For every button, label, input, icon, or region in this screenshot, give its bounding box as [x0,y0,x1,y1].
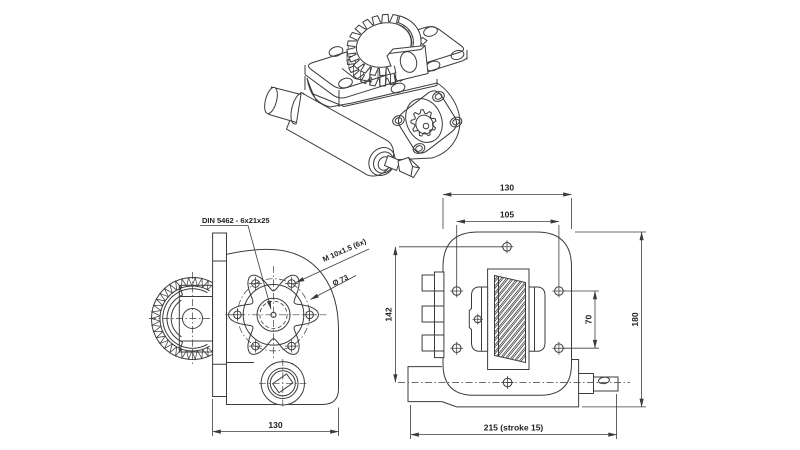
gear-window [468,268,546,370]
shift-fork-tabs [421,271,445,359]
side-view: DIN 5462 - 6x21x25 M 10x1.5 (6x) Ø 73 13… [149,216,370,436]
output-shaft-fork [368,147,421,179]
bearing-housing [386,44,429,82]
dim-side-width-text: 130 [268,420,282,430]
dim-bolt-spacing-horizontal-text: 105 [500,210,514,220]
output-flange-face [225,266,327,360]
dim-bolt-spacing-vertical-text: 70 [584,315,594,325]
isometric-view [264,13,468,179]
din-annotation: DIN 5462 - 6x21x25 [200,216,272,310]
plate-bolt-holes [328,26,465,94]
dim-total-height-text: 180 [630,312,640,326]
dim-bolt-spacing-vertical: 70 [564,290,599,349]
dim-height-to-axis-text: 142 [384,307,394,321]
dim-total-length-text: 215 (stroke 15) [484,423,544,433]
dim-total-height: 180 [575,231,646,408]
dim-side-width: 130 [212,399,339,436]
output-flange [392,90,463,154]
idler-boss [259,359,307,408]
din-label: DIN 5462 - 6x21x25 [202,216,270,225]
helical-gear [494,274,526,364]
dim-bolt-spacing-horizontal: 105 [456,210,560,285]
input-gear [346,13,429,87]
dim-front-width: 130 [442,183,572,229]
gasket-slab [304,76,438,107]
front-view: 130 105 142 70 180 215 (s [384,183,646,439]
dim-height-to-axis: 142 [384,246,503,383]
base-and-shafts [407,359,619,408]
dim-total-length: 215 (stroke 15) [410,394,617,439]
dim-front-width-text: 130 [500,183,514,193]
thread-label: M 10x1.5 (6x) [321,236,368,263]
shift-cylinder-cap [264,86,305,125]
mounting-plate-edge [212,232,228,397]
